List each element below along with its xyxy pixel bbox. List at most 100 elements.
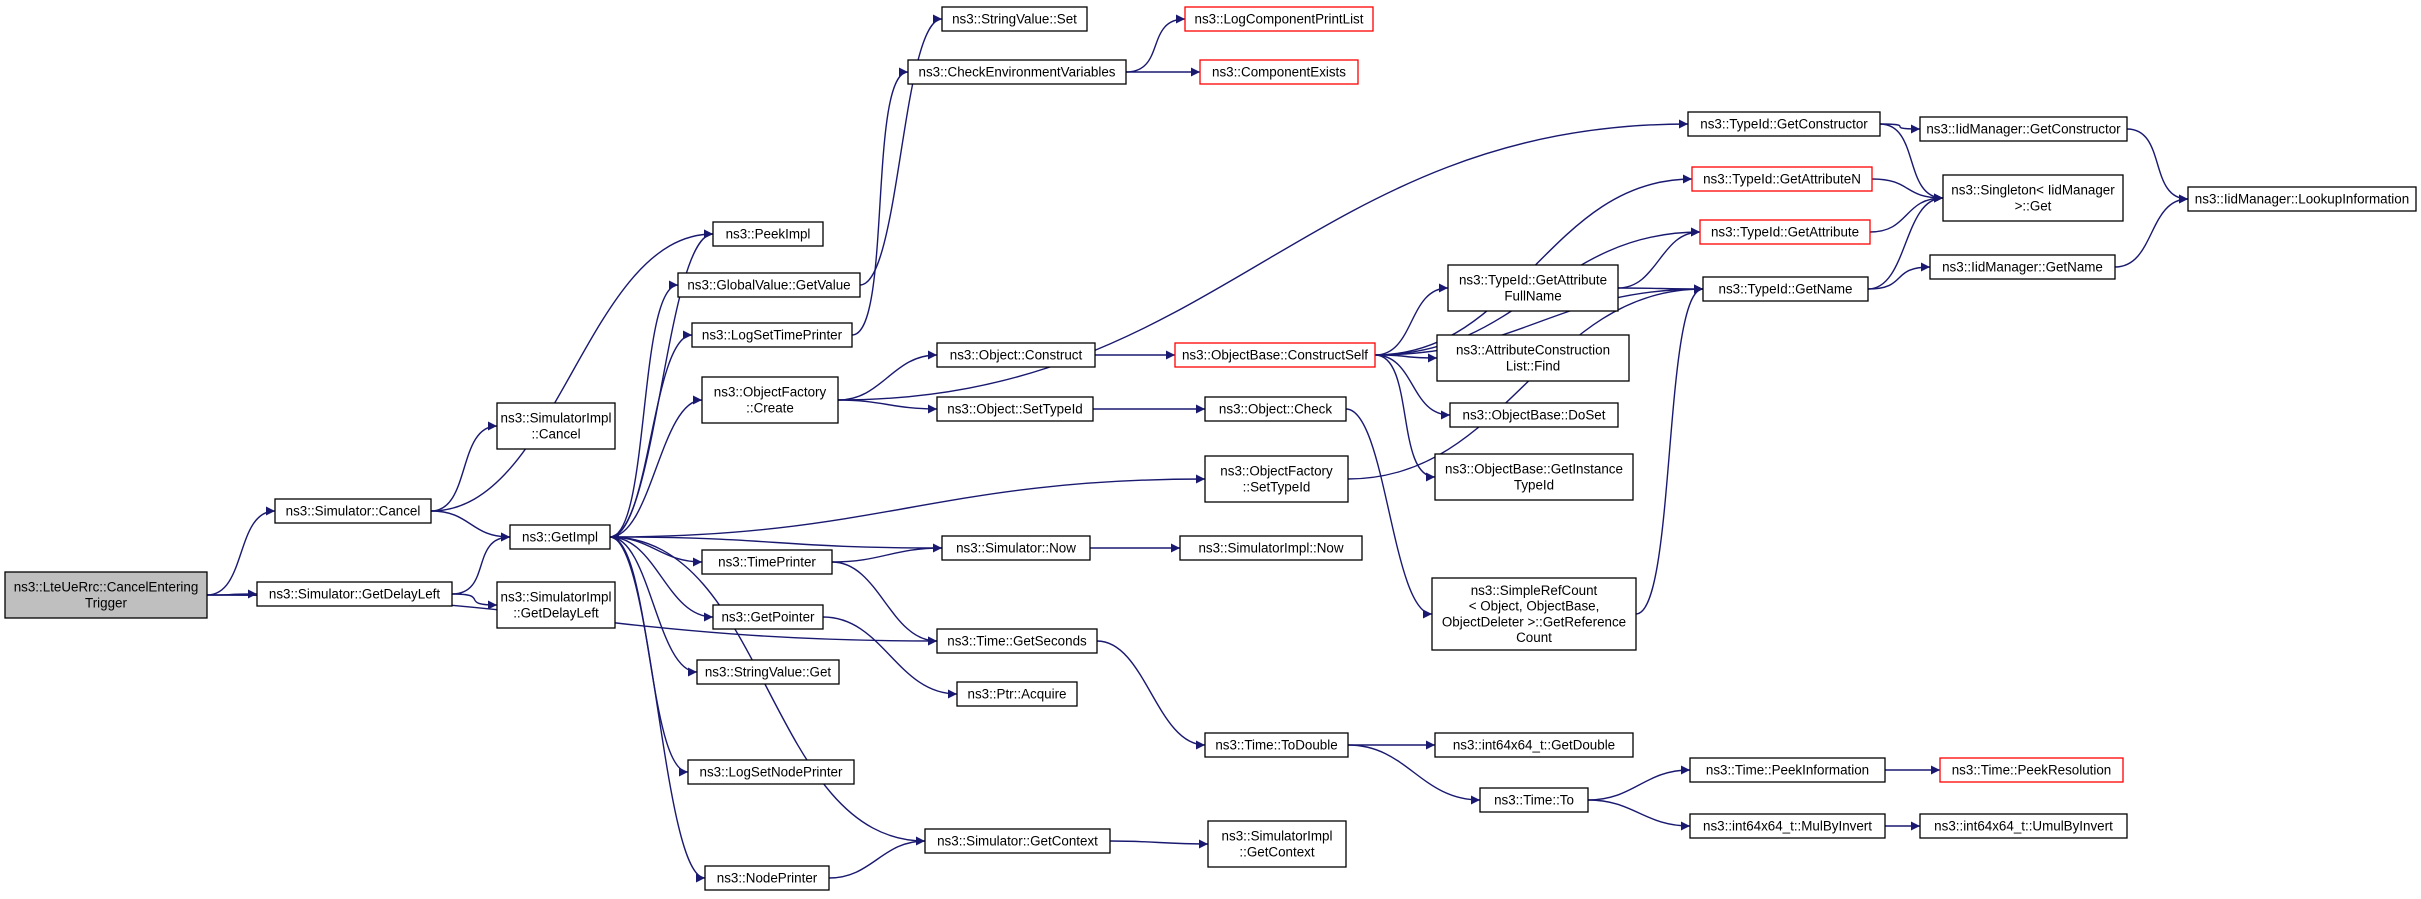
call-edge-ob-constructself-to-tid-getattrfull	[1374, 283, 1449, 356]
call-edge-getimpl-to-of-create	[609, 395, 703, 538]
function-node-obj-construct[interactable]: ns3::Object::Construct	[936, 342, 1096, 368]
node-box	[496, 402, 616, 450]
function-node-time-getseconds[interactable]: ns3::Time::GetSeconds	[936, 628, 1098, 654]
edge	[609, 330, 693, 538]
edge	[1374, 284, 1704, 356]
function-node-sim-getcontext[interactable]: ns3::Simulator::GetContext	[924, 828, 1111, 854]
node-label-line: ns3::NodePrinter	[717, 871, 818, 886]
function-node-sim-getdelay[interactable]: ns3::Simulator::GetDelayLeft	[256, 581, 453, 607]
function-node-ptr-acquire[interactable]: ns3::Ptr::Acquire	[956, 681, 1078, 707]
node-label-line: ::GetContext	[1239, 844, 1314, 859]
call-edge-getpointer-to-ptr-acquire	[822, 616, 958, 699]
function-node-of-create[interactable]: ns3::ObjectFactory::Create	[701, 376, 839, 424]
function-node-tid-getconstructor[interactable]: ns3::TypeId::GetConstructor	[1687, 111, 1881, 137]
function-node-timeprinter[interactable]: ns3::TimePrinter	[701, 549, 833, 575]
function-node-tid-getname[interactable]: ns3::TypeId::GetName	[1702, 276, 1869, 302]
function-node-int64-getdouble[interactable]: ns3::int64x64_t::GetDouble	[1434, 732, 1634, 758]
edge	[831, 543, 943, 563]
node-box	[941, 535, 1091, 561]
function-node-checkenv[interactable]: ns3::CheckEnvironmentVariables	[907, 59, 1127, 85]
function-node-gv-getvalue[interactable]: ns3::GlobalValue::GetValue	[677, 272, 861, 298]
edge	[609, 536, 714, 622]
function-node-logsetnode[interactable]: ns3::LogSetNodePrinter	[687, 759, 855, 785]
call-edge-of-settypeid-to-tid-getname	[1347, 284, 1704, 480]
function-node-nodeprinter[interactable]: ns3::NodePrinter	[704, 865, 830, 891]
function-node-peekimpl[interactable]: ns3::PeekImpl	[712, 221, 824, 247]
node-label-line: Count	[1516, 630, 1552, 645]
node-label-line: ns3::LogComponentPrintList	[1195, 12, 1364, 27]
call-edge-logsettime-to-checkenv	[851, 67, 909, 336]
function-node-compexists[interactable]: ns3::ComponentExists	[1199, 59, 1359, 85]
function-node-tid-getattrn[interactable]: ns3::TypeId::GetAttributeN	[1691, 166, 1873, 192]
function-node-ob-constructself[interactable]: ns3::ObjectBase::ConstructSelf	[1174, 342, 1376, 368]
call-edge-getimpl-to-nodeprinter	[609, 536, 706, 883]
call-edge-tid-getconstructor-to-singleton-get	[1879, 123, 1944, 203]
function-node-simplerefcount[interactable]: ns3::SimpleRefCount< Object, ObjectBase,…	[1431, 577, 1637, 651]
function-node-time-todouble[interactable]: ns3::Time::ToDouble	[1204, 732, 1349, 758]
edge	[1635, 284, 1704, 615]
function-node-sim-cancel[interactable]: ns3::Simulator::Cancel	[274, 498, 432, 524]
function-node-of-settypeid[interactable]: ns3::ObjectFactory::SetTypeId	[1204, 455, 1349, 503]
call-edge-tid-getname-to-iid-getname	[1867, 262, 1931, 290]
node-box	[1431, 577, 1637, 651]
edge	[430, 229, 714, 512]
edge	[609, 532, 926, 842]
node-label-line: ns3::ComponentExists	[1212, 65, 1346, 80]
function-node-logsettime[interactable]: ns3::LogSetTimePrinter	[691, 322, 853, 348]
node-box	[1434, 453, 1634, 501]
function-node-logcomplist[interactable]: ns3::LogComponentPrintList	[1184, 6, 1374, 32]
node-box	[274, 498, 432, 524]
function-node-obj-check[interactable]: ns3::Object::Check	[1204, 396, 1347, 422]
function-node-iid-getname[interactable]: ns3::IidManager::GetName	[1929, 254, 2116, 280]
node-box	[701, 549, 833, 575]
node-label-line: ns3::AttributeConstruction	[1456, 343, 1610, 358]
edge	[609, 532, 943, 549]
node-box	[936, 342, 1096, 368]
function-node-obj-settypeid[interactable]: ns3::Object::SetTypeId	[936, 396, 1094, 422]
node-label-line: ns3::StringValue::Get	[705, 665, 832, 680]
node-label-line: ns3::Simulator::GetContext	[937, 834, 1098, 849]
function-node-time-peekinfo[interactable]: ns3::Time::PeekInformation	[1689, 757, 1886, 783]
function-node-getpointer[interactable]: ns3::GetPointer	[712, 604, 824, 630]
function-node-iid-lookupinfo[interactable]: ns3::IidManager::LookupInformation	[2187, 186, 2417, 212]
call-edge-tid-getattrn-to-singleton-get	[1871, 178, 1944, 203]
function-node-tid-getattr[interactable]: ns3::TypeId::GetAttribute	[1699, 219, 1871, 245]
function-node-sim-now[interactable]: ns3::Simulator::Now	[941, 535, 1091, 561]
function-node-int64-mulbyinvert[interactable]: ns3::int64x64_t::MulByInvert	[1689, 813, 1886, 839]
function-node-singleton-get[interactable]: ns3::Singleton< IidManager >::Get	[1942, 174, 2124, 222]
node-box	[1702, 276, 1869, 302]
function-node-ob-doset[interactable]: ns3::ObjectBase::DoSet	[1449, 402, 1619, 428]
node-box	[691, 322, 853, 348]
function-node-int64-umulbyinvert[interactable]: ns3::int64x64_t::UmulByInvert	[1919, 813, 2128, 839]
node-label-line: ns3::Time::PeekResolution	[1952, 763, 2112, 778]
function-node-time-peekres[interactable]: ns3::Time::PeekResolution	[1939, 757, 2124, 783]
node-label-line: ns3::Simulator::Cancel	[286, 504, 421, 519]
function-node-sv-get[interactable]: ns3::StringValue::Get	[696, 659, 840, 685]
function-node-simimpl-now[interactable]: ns3::SimulatorImpl::Now	[1179, 535, 1363, 561]
function-node-simimpl-getcontext[interactable]: ns3::SimulatorImpl::GetContext	[1207, 820, 1347, 868]
function-node-iid-getconstructor[interactable]: ns3::IidManager::GetConstructor	[1919, 116, 2128, 142]
function-node-simimpl-cancel[interactable]: ns3::SimulatorImpl::Cancel	[496, 402, 616, 450]
call-edge-sim-getdelay-to-getimpl	[451, 532, 511, 595]
edge	[1587, 765, 1691, 801]
call-edge-of-create-to-obj-construct	[837, 350, 938, 401]
function-node-getimpl[interactable]: ns3::GetImpl	[509, 524, 611, 550]
call-edge-sim-cancel-to-simimpl-cancel	[430, 421, 498, 512]
node-label-line: ns3::Simulator::GetDelayLeft	[269, 587, 440, 602]
node-box	[1204, 732, 1349, 758]
node-label-line: ns3::int64x64_t::UmulByInvert	[1934, 819, 2113, 834]
node-box	[1929, 254, 2116, 280]
function-node-simimpl-getdelay[interactable]: ns3::SimulatorImpl::GetDelayLeft	[496, 581, 616, 629]
function-node-sv-set[interactable]: ns3::StringValue::Set	[941, 6, 1088, 32]
node-label-line: ns3::int64x64_t::MulByInvert	[1703, 819, 1872, 834]
function-node-time-to[interactable]: ns3::Time::To	[1479, 787, 1589, 813]
call-edge-getimpl-to-gv-getvalue	[609, 280, 679, 538]
node-box	[1691, 166, 1873, 192]
node-label-line: ns3::SimulatorImpl	[501, 411, 612, 426]
node-label-line: ns3::GetImpl	[522, 530, 598, 545]
